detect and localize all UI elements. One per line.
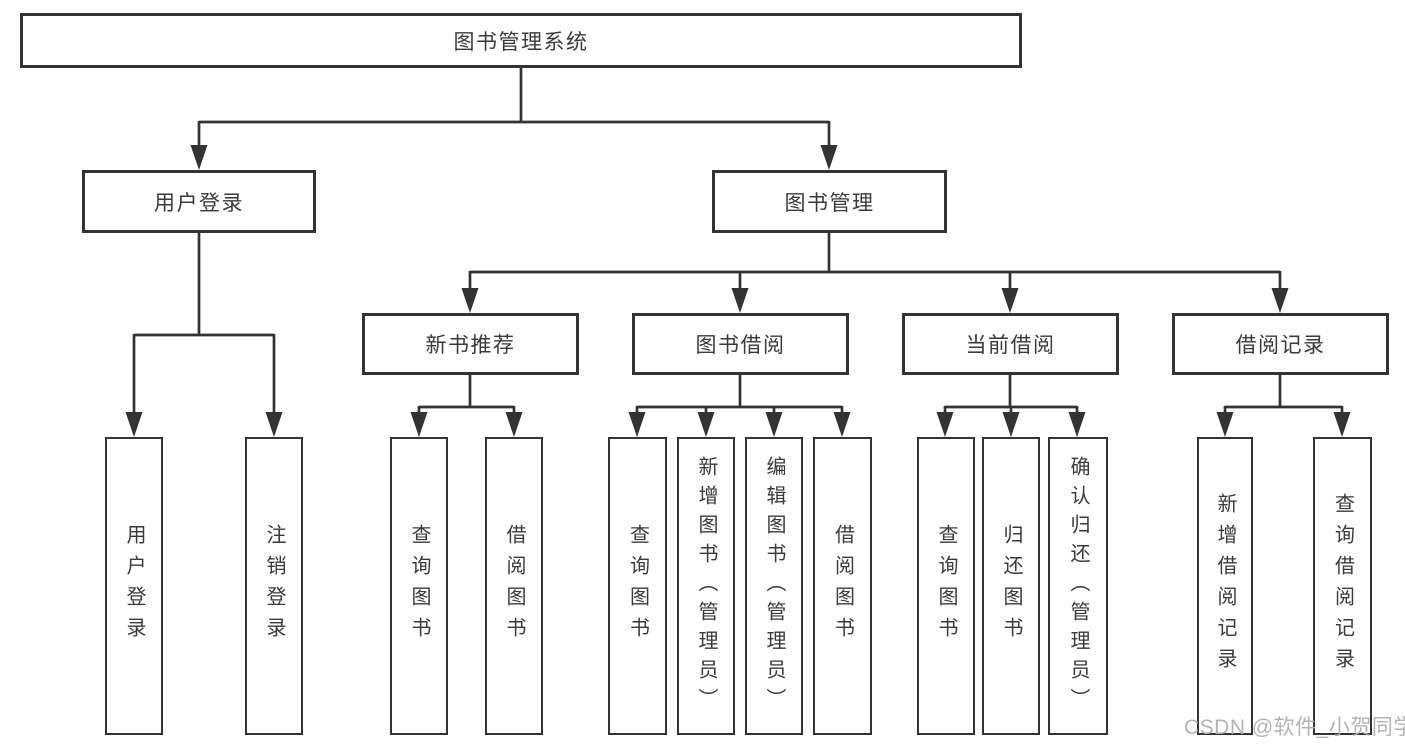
node-user-login-label: 用户登录 <box>154 191 244 215</box>
leaf-borrow-books-borrowing-label: 借阅图书 <box>831 524 854 648</box>
leaf-query-borrow-record-label: 查询借阅记录 <box>1331 493 1354 679</box>
leaf-query-books-recommend-label: 查询图书 <box>408 524 430 648</box>
leaf-add-borrow-record-label: 新增借阅记录 <box>1214 493 1236 679</box>
node-borrowing-records: 借阅记录 <box>1172 313 1389 375</box>
node-current-borrowing-label: 当前借阅 <box>965 334 1056 357</box>
leaf-logout: 注销登录 <box>245 437 303 735</box>
leaf-borrow-books-borrowing: 借阅图书 <box>813 437 872 735</box>
node-new-book-recommendation: 新书推荐 <box>362 313 579 375</box>
node-user-login: 用户登录 <box>82 170 316 233</box>
node-library-management-system: 图书管理系统 <box>20 13 1022 68</box>
node-book-borrowing-label: 图书借阅 <box>695 334 786 357</box>
node-library-management-system-label: 图书管理系统 <box>453 30 589 54</box>
leaf-query-books-borrowing: 查询图书 <box>608 437 667 735</box>
leaf-query-books-current-label: 查询图书 <box>935 524 957 648</box>
node-current-borrowing: 当前借阅 <box>902 313 1119 375</box>
leaf-user-login-label: 用户登录 <box>123 524 145 648</box>
leaf-borrow-books-recommend-label: 借阅图书 <box>503 524 525 648</box>
node-book-management: 图书管理 <box>712 170 947 233</box>
leaf-add-books-admin-label: 新增图书（管理员） <box>695 455 717 717</box>
csdn-watermark: CSDN @软件_小贺同学 <box>1184 716 1405 739</box>
leaf-borrow-books-recommend: 借阅图书 <box>485 437 543 735</box>
leaf-add-borrow-record: 新增借阅记录 <box>1197 437 1253 735</box>
node-borrowing-records-label: 借阅记录 <box>1235 334 1326 357</box>
leaf-query-borrow-record: 查询借阅记录 <box>1313 437 1372 735</box>
leaf-edit-books-admin: 编辑图书（管理员） <box>745 437 803 735</box>
leaf-query-books-current: 查询图书 <box>917 437 975 735</box>
leaf-confirm-return-admin-label: 确认归还（管理员） <box>1067 455 1089 717</box>
leaf-edit-books-admin-label: 编辑图书（管理员） <box>763 455 785 717</box>
node-book-management-label: 图书管理 <box>784 191 875 215</box>
leaf-return-books: 归还图书 <box>982 437 1040 735</box>
node-book-borrowing: 图书借阅 <box>632 313 849 375</box>
leaf-user-login: 用户登录 <box>105 437 163 735</box>
node-new-book-recommendation-label: 新书推荐 <box>425 334 516 357</box>
leaf-logout-label: 注销登录 <box>263 524 285 648</box>
leaf-query-books-recommend: 查询图书 <box>390 437 448 735</box>
leaf-confirm-return-admin: 确认归还（管理员） <box>1048 437 1108 735</box>
leaf-add-books-admin: 新增图书（管理员） <box>677 437 735 735</box>
leaf-query-books-borrowing-label: 查询图书 <box>626 524 649 648</box>
leaf-return-books-label: 归还图书 <box>1000 524 1022 648</box>
